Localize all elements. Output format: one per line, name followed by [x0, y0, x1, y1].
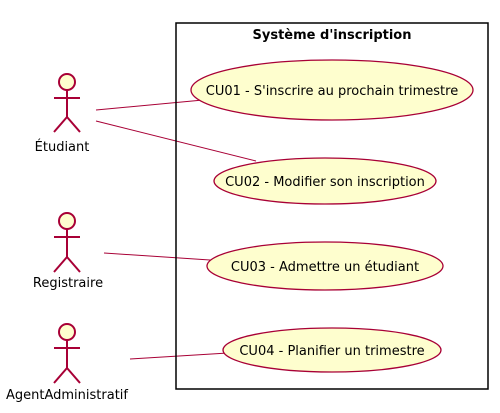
system-title: Système d'inscription — [253, 28, 412, 43]
use-case-cu01: CU01 - S'inscrire au prochain trimestre — [190, 59, 474, 121]
actor-etudiant: Étudiant — [35, 73, 90, 155]
use-case-cu04: CU04 - Planifier un trimestre — [222, 327, 442, 373]
actor-agent: AgentAdministratif — [6, 323, 128, 403]
stick-figure-icon — [53, 323, 81, 384]
stick-figure-icon — [53, 212, 81, 273]
actor-name: AgentAdministratif — [6, 388, 128, 403]
use-case-label: CU04 - Planifier un trimestre — [239, 344, 424, 359]
actors: Étudiant Registraire AgentAdministratif — [6, 73, 128, 403]
stick-figure-icon — [53, 73, 81, 133]
actor-name: Étudiant — [35, 139, 90, 155]
association-agent-cu04 — [129, 352, 229, 360]
use-case-label: CU01 - S'inscrire au prochain trimestre — [206, 84, 458, 99]
use-case-cu02: CU02 - Modifier son inscription — [213, 157, 437, 205]
association-etudiant-cu01 — [95, 99, 204, 111]
use-case-label: CU03 - Admettre un étudiant — [231, 260, 419, 275]
use-case-label: CU02 - Modifier son inscription — [225, 175, 425, 190]
use-case-cu03: CU03 - Admettre un étudiant — [206, 241, 444, 291]
association-registraire-cu03 — [103, 252, 226, 262]
actor-name: Registraire — [33, 276, 103, 291]
system-boundary-box — [175, 22, 489, 390]
system-boundary: Système d'inscription — [175, 22, 489, 390]
use-cases: CU01 - S'inscrire au prochain trimestre … — [190, 59, 474, 373]
actor-registraire: Registraire — [33, 212, 103, 291]
associations — [95, 99, 257, 360]
